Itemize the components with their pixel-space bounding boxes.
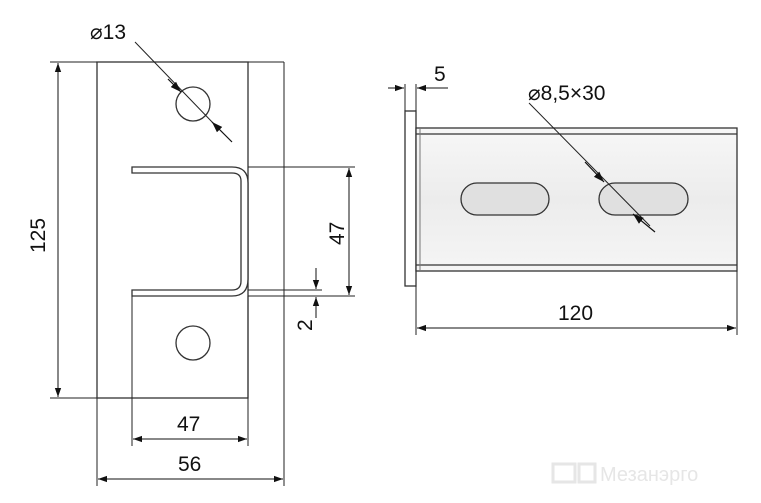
slot-leader-arrow-bottom [632,213,656,233]
slot-leader-line [528,102,651,227]
length-label: 120 [558,302,593,325]
side-view: ⌀8,5×30 5 120 [388,63,738,335]
height-label: 125 [27,218,50,253]
slot-left [460,182,550,216]
slot-leader-arrow-top [584,161,605,183]
front-view: ⌀13 125 47 2 47 56 [27,21,355,486]
gap-label: 2 [294,319,317,331]
bottom-hole [175,325,211,361]
profile-height-label: 47 [326,222,349,245]
plate-width-label: 56 [178,453,201,476]
base-plate [96,61,249,399]
plate-thickness-label: 5 [434,63,446,86]
channel-profile [131,166,249,297]
slot-label: ⌀8,5×30 [528,82,605,105]
watermark: Мезанэрго [551,462,698,486]
hole-leader-arrow-top [167,78,182,93]
watermark-text: Мезанэрго [600,464,698,486]
hole-diameter-label: ⌀13 [90,21,126,44]
side-plate [404,110,417,287]
profile-width-label: 47 [177,413,200,436]
watermark-logo-mark [577,462,597,484]
top-hole [175,86,211,122]
watermark-logo [551,462,577,484]
hole-leader-arrow-bottom [211,121,233,143]
